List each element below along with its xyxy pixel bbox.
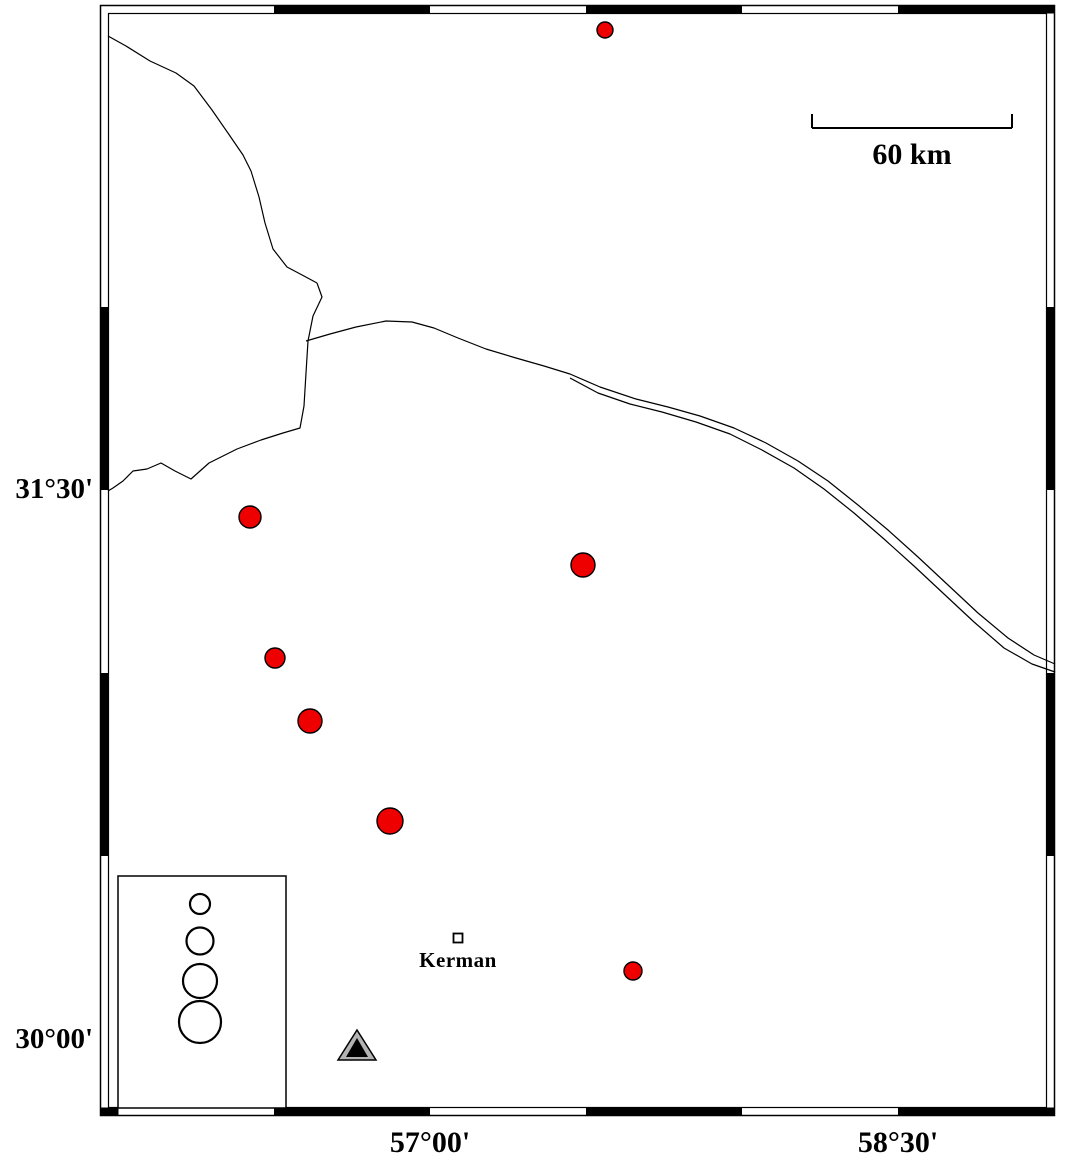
map-content <box>107 21 1056 1109</box>
latitude-label-upper: 31°30' <box>15 472 93 505</box>
city-label: Kerman <box>419 948 497 972</box>
scale-bar-label: 60 km <box>872 138 952 171</box>
map-frame-outer <box>99 4 1056 1117</box>
legend-circle <box>177 999 223 1045</box>
earthquake-marker <box>264 647 286 669</box>
legend-circle <box>185 926 215 956</box>
longitude-label-right: 58°30' <box>857 1126 939 1159</box>
legend-circle <box>181 962 219 1000</box>
earthquake-marker <box>376 807 404 835</box>
map-frame-inner <box>107 12 1048 1109</box>
earthquake-marker <box>570 552 596 578</box>
earthquake-marker <box>596 21 614 39</box>
fault-line <box>107 35 318 284</box>
earthquake-marker <box>297 708 323 734</box>
fault-line <box>305 320 1056 665</box>
longitude-label-left: 57°00' <box>389 1126 471 1159</box>
fault-line <box>569 377 1056 673</box>
earthquake-marker <box>623 961 643 981</box>
fault-line <box>107 282 323 492</box>
frame-band-segments <box>100 5 1055 1116</box>
legend-circle <box>188 892 212 916</box>
station-marker-inner <box>346 1038 368 1057</box>
city-marker <box>452 932 464 944</box>
earthquake-marker <box>238 505 262 529</box>
latitude-label-lower: 30°00' <box>15 1022 93 1055</box>
